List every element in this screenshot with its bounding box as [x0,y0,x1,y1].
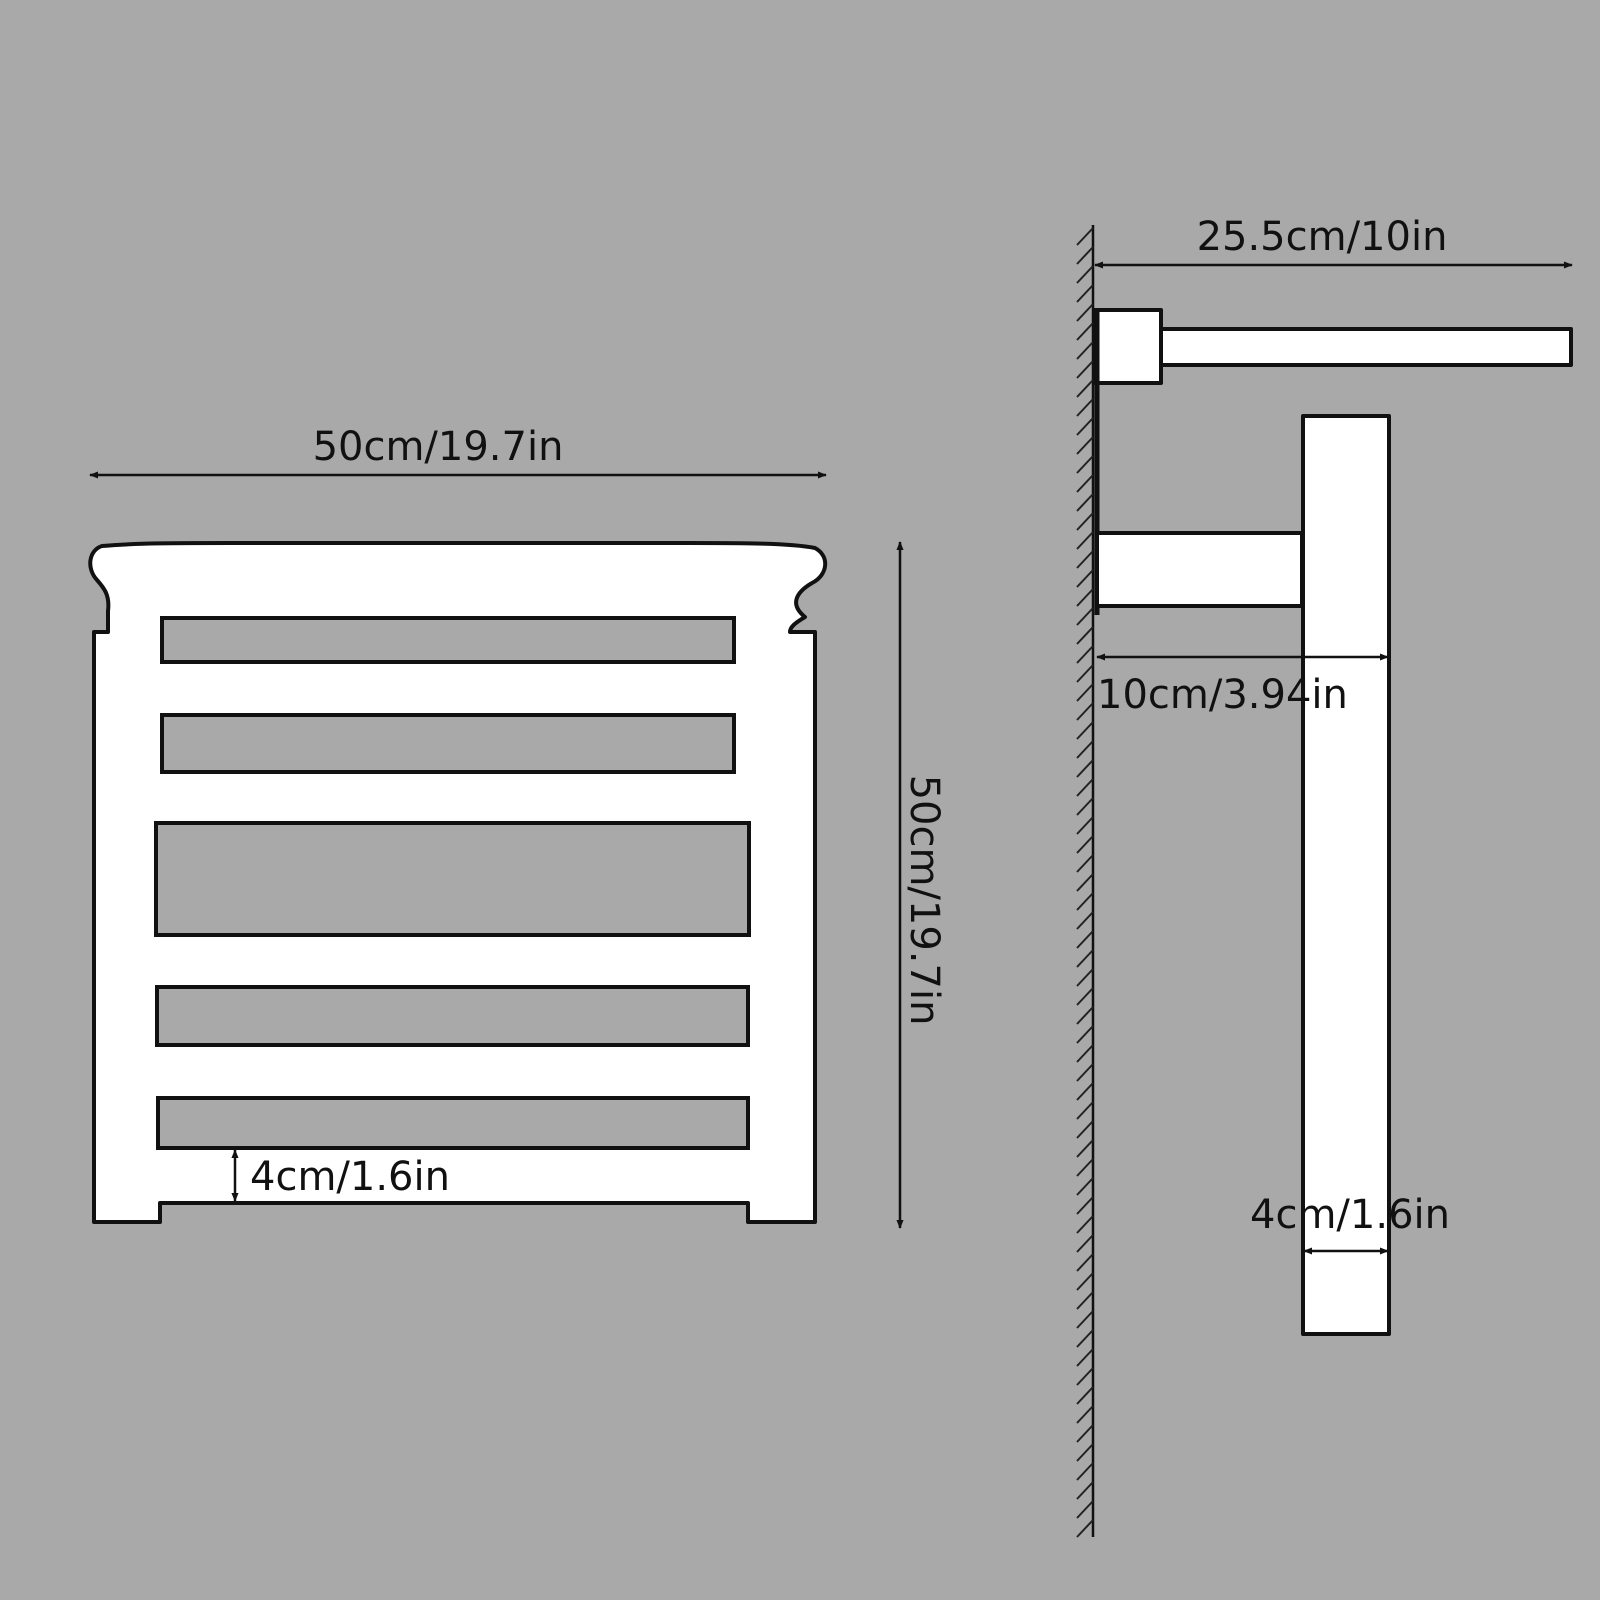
rack-slot-1 [160,616,736,664]
front-height-label: 50cm/19.7in [901,775,947,1026]
wall-hatch-line [1076,1367,1094,1386]
wall-hatch-line [1076,341,1094,360]
wall-hatch-line [1076,1291,1094,1310]
wall-hatch-line [1076,892,1094,911]
wall-hatch-line [1076,1272,1094,1291]
bar-gap-label: 4cm/1.6in [250,1154,450,1200]
wall-hatch-line [1076,322,1094,341]
wall-hatch-line [1076,1101,1094,1120]
wall-mount-bracket [1093,308,1163,385]
wall-hatch-line [1076,1253,1094,1272]
wall-hatch-line [1076,949,1094,968]
wall-hatch-line [1076,664,1094,683]
wall-hatch-line [1076,759,1094,778]
wall-hatch-line [1076,1234,1094,1253]
wall-hatch-line [1076,1215,1094,1234]
wall-hatch-line [1076,1120,1094,1139]
wall-hatch-line [1076,702,1094,721]
wall-hatch-line [1076,1405,1094,1424]
wall-hatch-line [1076,1082,1094,1101]
wall-hatch-line [1076,417,1094,436]
wall-hatch-line [1076,1462,1094,1481]
wall-hatch-line [1076,1443,1094,1462]
wall-hatch-line [1076,987,1094,1006]
wall-hatch-line [1076,550,1094,569]
wall-hatch-line [1076,493,1094,512]
wall-hatch-line [1076,911,1094,930]
wall-hatch-line [1076,284,1094,303]
front-width-label: 50cm/19.7in [313,424,564,470]
rack-slot-2 [160,713,736,774]
wall-hatch-line [1076,645,1094,664]
wall-hatch-line [1076,816,1094,835]
wall-hatch-line [1076,1310,1094,1329]
standoff-label: 10cm/3.94in [1097,672,1348,718]
wall-hatch-line [1076,588,1094,607]
wall-hatch-line [1076,360,1094,379]
wall-hatch-line [1076,626,1094,645]
rack-slot-5 [156,1096,750,1150]
wall-hatch-line [1076,835,1094,854]
wall-hatch-line [1076,854,1094,873]
rack-slot-4 [155,985,750,1047]
wall-hatch-line [1076,569,1094,588]
wall-hatch-line [1076,1006,1094,1025]
rack-slot-3 [154,821,751,937]
wall-hatch-line [1076,436,1094,455]
wall-hatch-line [1076,1044,1094,1063]
wall-hatch-line [1076,379,1094,398]
wall-hatch-line [1076,1329,1094,1348]
wall-hatch-line [1076,1177,1094,1196]
wall-hatch-line [1076,398,1094,417]
wall [1076,225,1095,1538]
wall-hatch-line [1076,797,1094,816]
wall-hatch-line [1076,531,1094,550]
front-view: 50cm/19.7in 4cm/1.6in 50cm/19.7in [88,424,947,1229]
wall-hatch-line [1076,930,1094,949]
wall-hatch-line [1076,1348,1094,1367]
wall-hatch-line [1076,1139,1094,1158]
wall-hatch-line [1076,303,1094,322]
standoff-arm [1095,531,1304,608]
wall-hatch-line [1076,607,1094,626]
depth-label: 25.5cm/10in [1197,214,1448,260]
wall-hatch-line [1076,474,1094,493]
wall-hatch-line [1076,1481,1094,1500]
wall-hatch-line [1076,227,1094,246]
wall-hatch-line [1076,1063,1094,1082]
side-view: 25.5cm/10in 10cm/3.94in 4cm/1.6in [1076,214,1573,1538]
rack-side-bar [1301,414,1391,1336]
wall-hatch-line [1076,1158,1094,1177]
wall-hatch-line [1076,1386,1094,1405]
wall-hatch-line [1076,246,1094,265]
wall-hatch-line [1076,873,1094,892]
wall-hatch-line [1076,1424,1094,1443]
wall-hatch-line [1076,740,1094,759]
wall-hatch-line [1076,265,1094,284]
wall-hatch-line [1076,683,1094,702]
wall-hatch-line [1076,1025,1094,1044]
wall-hatch-line [1076,1500,1094,1519]
wall-hatch-line [1076,1196,1094,1215]
wall-hatching [1076,227,1094,1538]
wall-hatch-line [1076,968,1094,987]
top-arm [1159,327,1573,367]
wall-hatch-line [1076,778,1094,797]
wall-hatch-line [1076,721,1094,740]
wall-hatch-line [1076,512,1094,531]
wall-hatch-line [1076,455,1094,474]
bar-width-label: 4cm/1.6in [1250,1192,1450,1238]
wall-hatch-line [1076,1519,1094,1538]
